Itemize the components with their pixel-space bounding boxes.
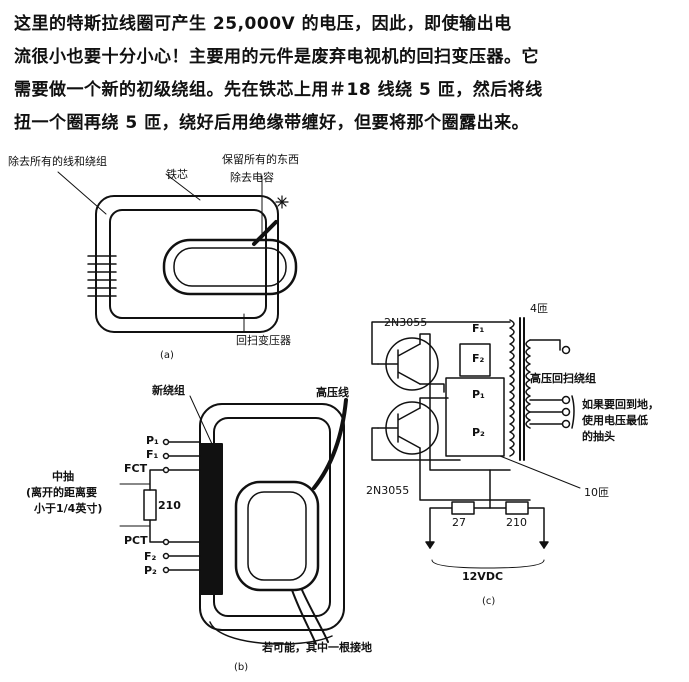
fig-a-flyback-body xyxy=(162,238,298,296)
fig-a-capacitor-mark xyxy=(275,195,289,209)
fig-b-leader-center-tap xyxy=(119,483,151,527)
fig-b-bottom-wire xyxy=(209,621,333,645)
fig-c-f-box xyxy=(459,343,491,377)
intro-text: 这里的特斯拉线圈可产生 25,000V 的电压，因此，即使输出电 流很小也要十分… xyxy=(14,8,679,140)
fig-a-label-remove-cap: 除去电容 xyxy=(230,171,274,184)
fig-b-label-gap2: 小于1/4英寸) xyxy=(34,502,103,515)
fig-c-wire-emitter-bottom xyxy=(419,447,531,501)
fig-c-primary-coil xyxy=(509,319,515,457)
fig-b-pin-pct: PCT xyxy=(124,534,148,547)
fig-c-transistor-top-symbol xyxy=(377,343,421,385)
fig-c-label-tap-1: 如果要回到地， xyxy=(582,398,659,411)
fig-b-label-ground: 若可能，其中一根接地 xyxy=(262,641,372,654)
fig-c-wire-emitter xyxy=(419,383,445,393)
fig-c-secondary-coil xyxy=(525,339,531,429)
fig-b-label-new-winding: 新绕组 xyxy=(152,384,185,397)
fig-c-transistor-bottom-symbol xyxy=(377,407,421,449)
fig-a-hv-wire xyxy=(252,220,278,246)
fig-b-hv-wire xyxy=(312,398,348,490)
fig-c-core xyxy=(519,317,525,461)
fig-a-label-flyback: 回扫变压器 xyxy=(236,334,291,347)
fig-c-pin-f2: F₂ xyxy=(472,352,485,365)
fig-c-transistor-bottom-label: 2N3055 xyxy=(366,484,410,497)
fig-c-resistor-210 xyxy=(505,501,529,515)
fig-b-new-winding xyxy=(199,443,223,595)
fig-c-supply-arrows xyxy=(425,541,549,549)
fig-b-pin-f2: F₂ xyxy=(144,550,157,563)
fig-a-left-coil xyxy=(87,255,117,297)
fig-a-caption: (a) xyxy=(160,350,174,361)
fig-c-wire-collector-bottom xyxy=(419,397,449,409)
fig-b-pin-leads xyxy=(165,441,201,571)
fig-c-label-hv-winding: 高压回扫绕组 xyxy=(530,372,596,385)
fig-c-transistor-top-label: 2N3055 xyxy=(384,316,428,329)
fig-c-terminals xyxy=(561,345,571,429)
fig-c-wire-base-top xyxy=(371,321,511,365)
fig-c-turns-10: 10匝 xyxy=(584,486,609,499)
fig-b-pin-p1: P₁ xyxy=(146,434,159,447)
fig-b-flyback-body xyxy=(234,480,320,592)
fig-b-resistor-label: 210 xyxy=(158,499,181,512)
fig-a-flyback-inner xyxy=(173,247,287,287)
fig-c-drawing xyxy=(371,317,581,569)
fig-c-r2-label: 210 xyxy=(506,516,527,529)
intro-line-3: 需要做一个新的初级绕组。先在铁芯上用＃18 线绕 5 匝，然后将线 xyxy=(14,80,543,100)
fig-b-label-hv-wire: 高压线 xyxy=(316,386,349,399)
fig-c-supply-label: 12VDC xyxy=(462,570,504,583)
fig-a-core-outer xyxy=(95,195,279,333)
fig-c-caption: (c) xyxy=(482,596,496,607)
fig-b-pin-terminals xyxy=(162,438,170,574)
fig-a-label-core: 铁芯 xyxy=(166,168,188,181)
fig-c-hv-out xyxy=(529,339,561,351)
fig-a-drawing xyxy=(57,171,298,333)
fig-a-label-remove-wires: 除去所有的线和绕组 xyxy=(8,155,107,168)
fig-b-leader-winding xyxy=(189,395,213,445)
fig-c-pin-f1: F₁ xyxy=(472,322,485,335)
intro-line-2: 流很小也要十分小心！主要用的元件是废弃电视机的回扫变压器。它 xyxy=(14,47,539,67)
fig-b-label-gap: (离开的距离要 xyxy=(26,486,98,499)
fig-c-leader-10-turns xyxy=(499,455,581,489)
fig-b-pin-fct: FCT xyxy=(124,462,148,475)
fig-b-resistor xyxy=(143,489,157,521)
fig-a-core-inner xyxy=(109,209,267,319)
fig-a-leader-wires xyxy=(57,171,107,215)
fig-b-center-tap-loop xyxy=(149,469,167,543)
fig-c-wire-collector-top xyxy=(419,333,511,471)
fig-b-core-inner xyxy=(213,417,331,617)
fig-c-label-tap-3: 的抽头 xyxy=(582,430,615,443)
fig-c-r1-label: 27 xyxy=(452,516,466,529)
fig-b-pin-f1: F₁ xyxy=(146,448,159,461)
fig-c-pin-p2: P₂ xyxy=(472,426,485,439)
fig-b-drawing xyxy=(119,395,348,645)
fig-c-turns-4: 4匝 xyxy=(530,302,548,315)
fig-c-taps xyxy=(529,399,563,425)
fig-a-leader-core xyxy=(165,173,201,201)
intro-line-1: 这里的特斯拉线圈可产生 25,000V 的电压，因此，即使输出电 xyxy=(14,14,512,34)
fig-c-resistor-27 xyxy=(451,501,475,515)
fig-b-label-center-tap: 中抽 xyxy=(52,470,74,483)
fig-b-ground-wire-1 xyxy=(291,589,317,645)
fig-c-p-box xyxy=(445,377,505,457)
fig-c-label-tap-2: 使用电压最低 xyxy=(582,414,648,427)
fig-c-pin-p1: P₁ xyxy=(472,388,485,401)
intro-line-4: 扭一个圈再绕 5 匝，绕好后用绝缘带缠好，但要将那个圈露出来。 xyxy=(14,113,530,133)
fig-b-pin-p2: P₂ xyxy=(144,564,157,577)
fig-b-caption: (b) xyxy=(234,662,249,673)
fig-a-label-keep: 保留所有的东西 xyxy=(222,153,299,166)
fig-c-tap-brace xyxy=(571,395,575,429)
fig-c-wire-base-bottom xyxy=(371,427,461,461)
fig-b-flyback-inner xyxy=(247,491,307,581)
fig-c-supply-brace xyxy=(431,559,545,569)
